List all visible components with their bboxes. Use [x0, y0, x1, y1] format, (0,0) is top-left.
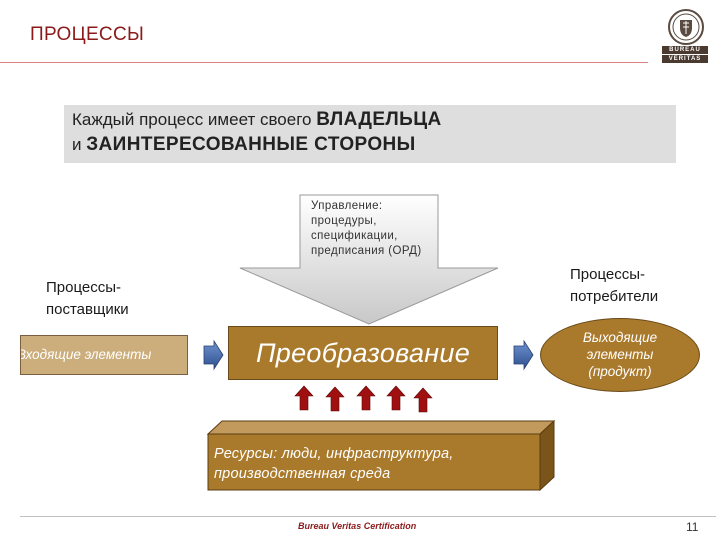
- owner-stakeholders-banner: Каждый процесс имеет своего ВЛАДЕЛЬЦА и …: [64, 105, 676, 163]
- control-down-arrow: [239, 194, 499, 325]
- header-divider: [0, 62, 648, 63]
- logo-wordmark-top: BUREAU: [662, 46, 708, 54]
- supplier-processes-label: Процессы- поставщики: [46, 277, 129, 321]
- transformation-box: Преобразование: [228, 326, 498, 380]
- control-arrow-label: Управление: процедуры, спецификации, пре…: [311, 200, 422, 257]
- footer-divider: [20, 516, 716, 517]
- outputs-label: Выходящие элементы (продукт): [582, 330, 658, 379]
- supplier-processes-text: Процессы- поставщики: [46, 279, 129, 318]
- resource-up-arrow-icon: [294, 385, 314, 411]
- banner-line-1: Каждый процесс имеет своего ВЛАДЕЛЬЦА: [72, 107, 676, 132]
- inputs-box: Входящие элементы: [20, 335, 188, 375]
- page-title: ПРОЦЕССЫ: [30, 24, 145, 45]
- outputs-oval: Выходящие элементы (продукт): [540, 318, 700, 392]
- resource-up-arrow-icon: [356, 385, 376, 411]
- output-flow-arrow-icon: [513, 339, 534, 371]
- banner-owner-emphasis: ВЛАДЕЛЬЦА: [316, 109, 442, 130]
- footer-company: Bureau Veritas Certification: [298, 521, 417, 531]
- consumer-processes-label: Процессы- потребители: [570, 264, 658, 308]
- resource-up-arrow-icon: [325, 386, 345, 412]
- resource-up-arrow-icon: [413, 387, 433, 413]
- page-number: 11: [686, 520, 699, 534]
- resources-label: Ресурсы: люди, инфраструктура, производс…: [214, 446, 454, 482]
- resource-up-arrows: [294, 385, 433, 413]
- resources-3d-box: [206, 419, 556, 492]
- resource-up-arrow-icon: [386, 385, 406, 411]
- banner-line-2-text: и: [72, 135, 87, 154]
- logo-wordmark-bottom: VERITAS: [662, 55, 708, 63]
- input-flow-arrow-icon: [203, 339, 224, 371]
- consumer-processes-text: Процессы- потребители: [570, 266, 659, 305]
- banner-line-1-text: Каждый процесс имеет своего: [72, 110, 317, 129]
- banner-line-2: и ЗАИНТЕРЕСОВАННЫЕ СТОРОНЫ: [72, 132, 676, 157]
- banner-stakeholders-emphasis: ЗАИНТЕРЕСОВАННЫЕ СТОРОНЫ: [86, 134, 416, 155]
- bureau-veritas-logo: [668, 9, 704, 45]
